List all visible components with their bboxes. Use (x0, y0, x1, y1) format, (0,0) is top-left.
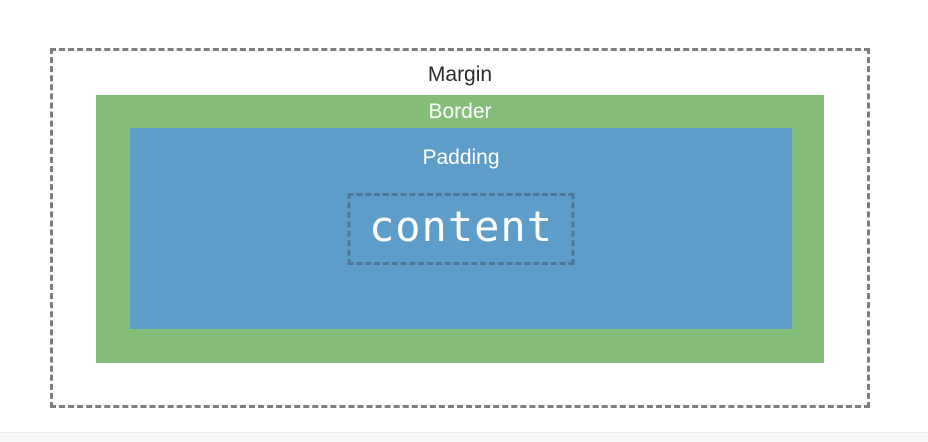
content-label: content (368, 201, 553, 251)
border-label: Border (428, 100, 492, 123)
margin-label: Margin (427, 63, 493, 86)
padding-area: Padding content (130, 128, 792, 329)
bottom-edge-strip (0, 432, 928, 442)
content-area: content (347, 192, 575, 265)
border-area: Border Padding content (96, 95, 824, 363)
margin-area: Margin Border Padding content (50, 48, 870, 408)
padding-label: Padding (422, 146, 500, 169)
